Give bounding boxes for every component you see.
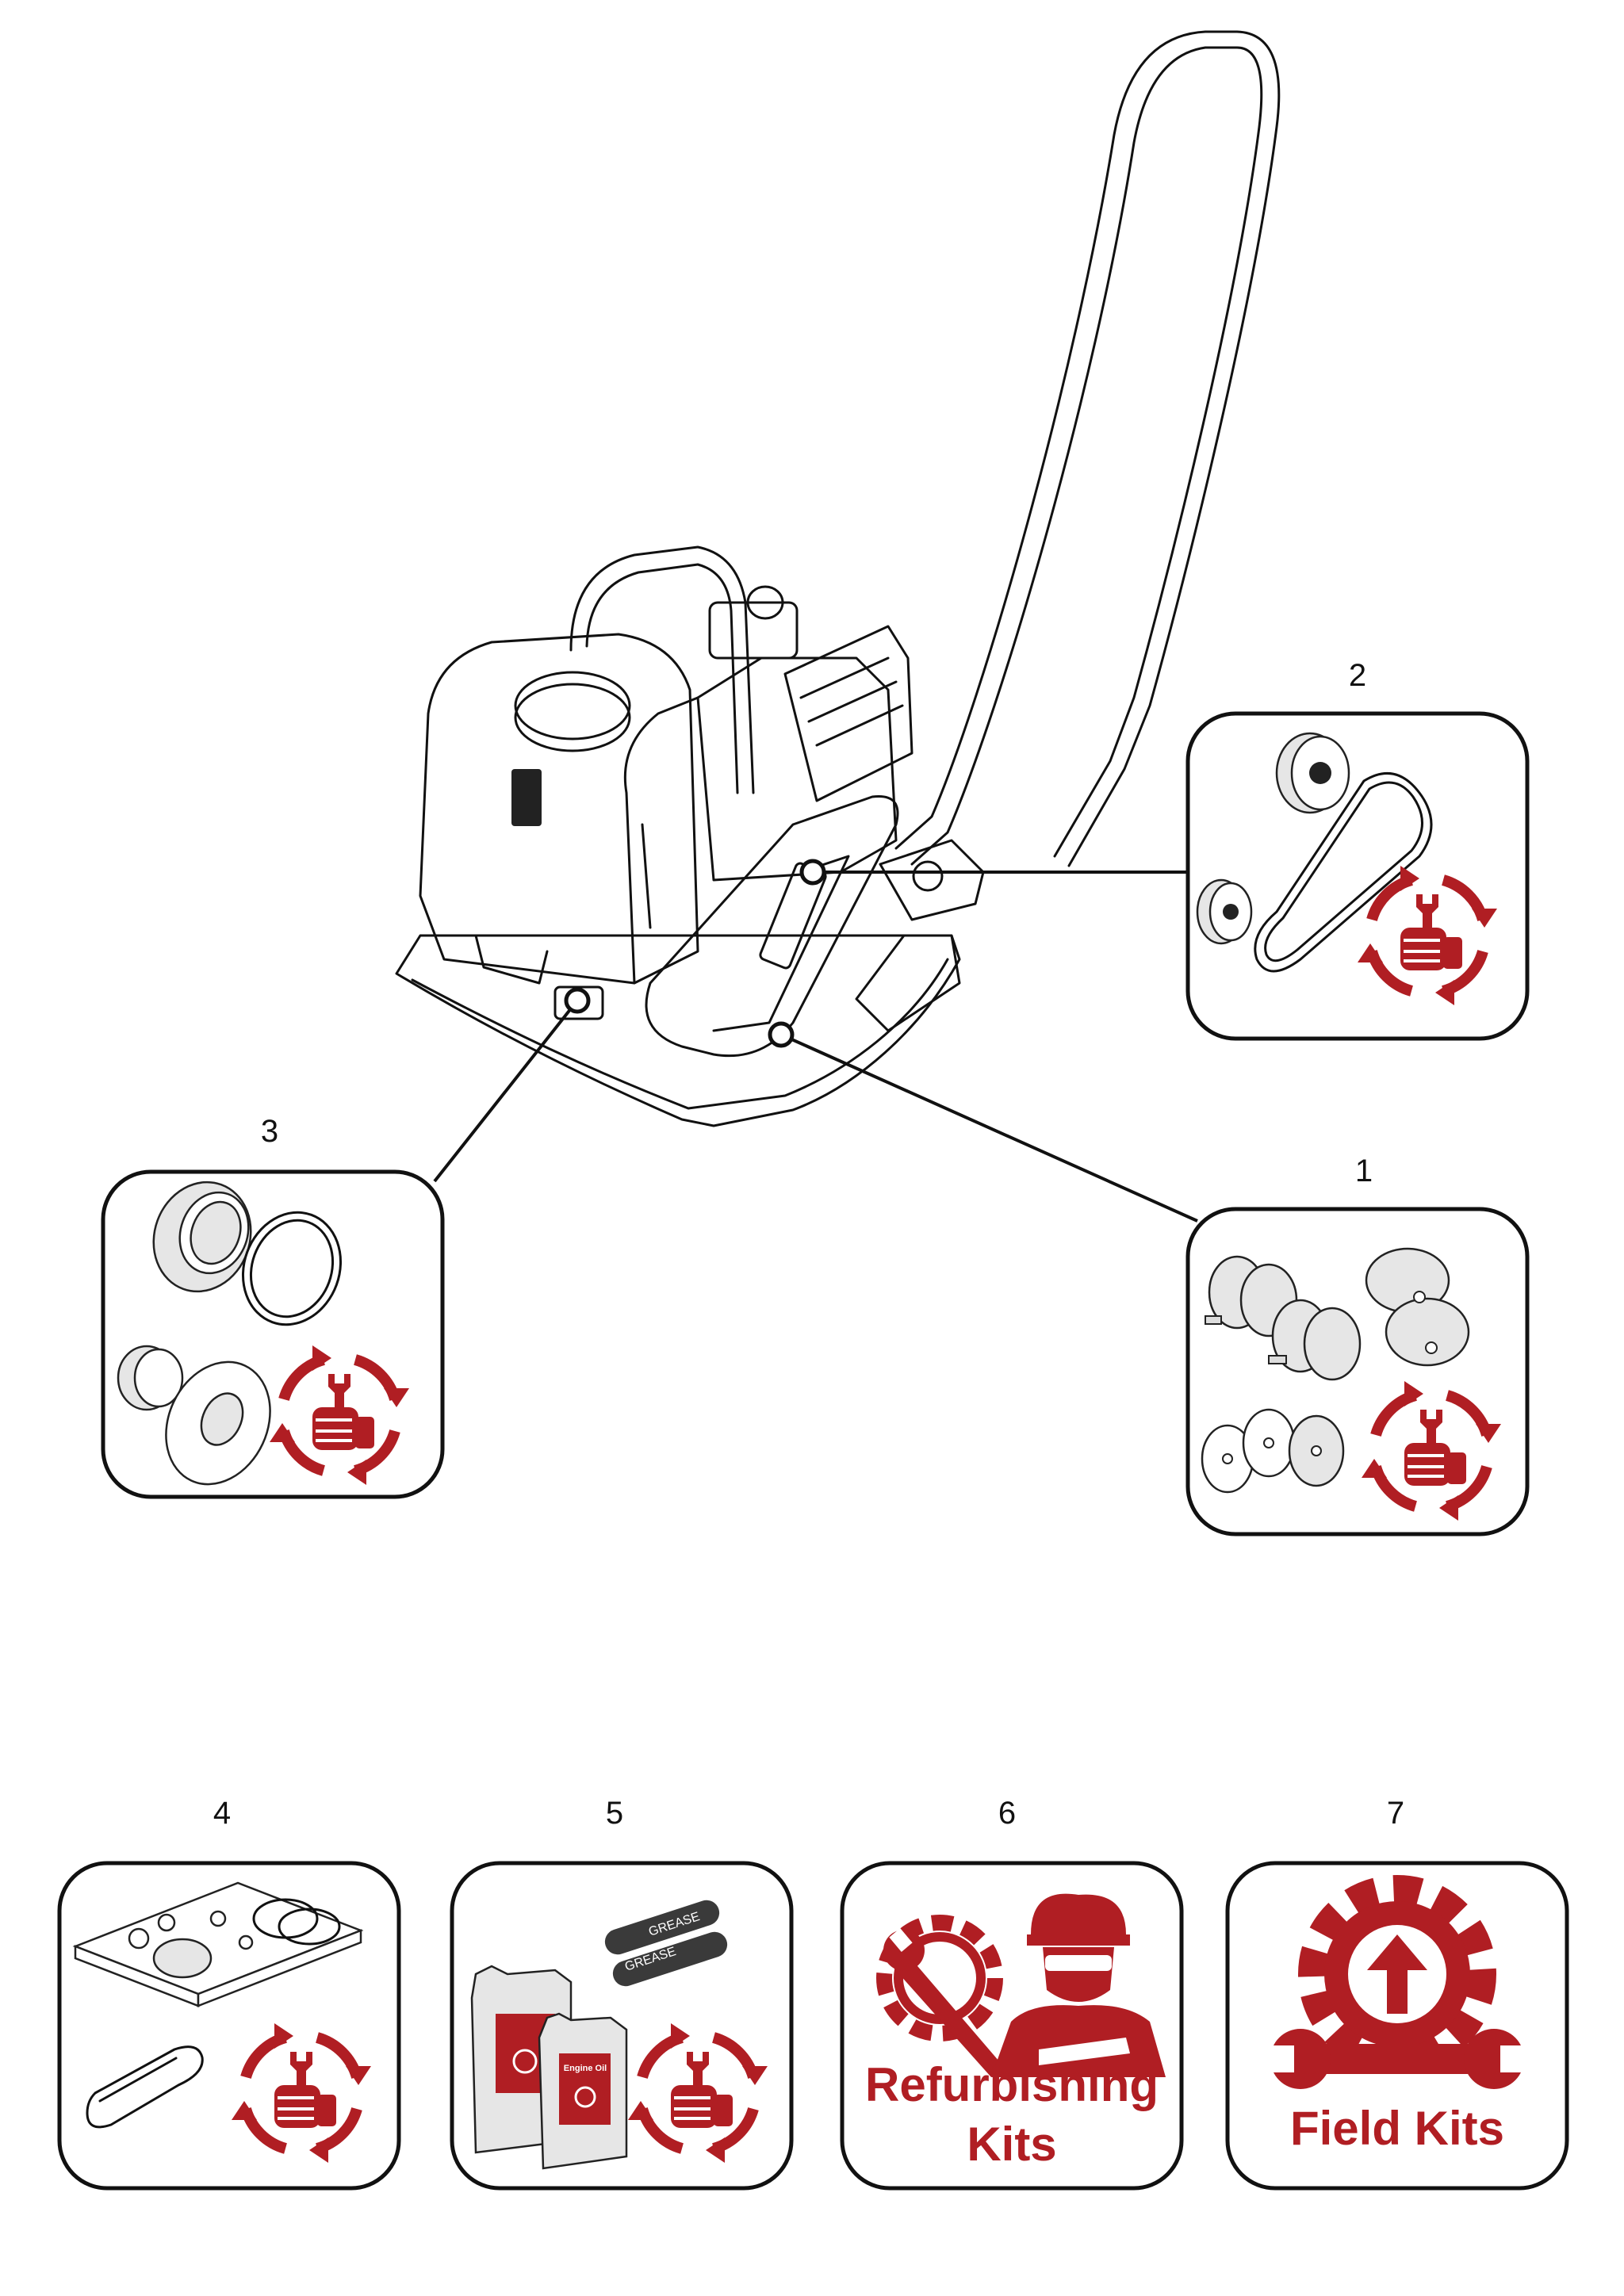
- kit-card-2[interactable]: [1185, 711, 1530, 1041]
- callout-number-4: 4: [213, 1796, 231, 1831]
- kit-card-4[interactable]: [57, 1861, 401, 2191]
- service-kit-icon: [72, 1881, 364, 2129]
- oil-label: Engine Oil: [564, 2064, 607, 2073]
- refurbishing-icon: [876, 1893, 1166, 2077]
- refurbishing-title-line1: Refurbishing: [865, 2058, 1159, 2111]
- kit-card-1[interactable]: [1185, 1207, 1530, 1536]
- callout-number-7: 7: [1387, 1796, 1404, 1831]
- belt-pulley-kit-icon: [1196, 732, 1433, 973]
- field-kit-gear-icon: [1267, 1875, 1527, 2089]
- plate-compactor-drawing: [395, 30, 1281, 1127]
- oil-grease-kit-icon: GREASE GREASE Engine Oil: [470, 1900, 728, 2170]
- callout-number-3: 3: [261, 1114, 278, 1149]
- kit-card-7[interactable]: Field Kits: [1225, 1861, 1569, 2191]
- callout-number-5: 5: [606, 1796, 623, 1831]
- callout-leader-lines: [433, 859, 1198, 1223]
- callout-point-3: [564, 987, 591, 1014]
- callout-point-2: [799, 859, 826, 886]
- rubber-mounts-kit-icon: [1201, 1247, 1470, 1494]
- kit-card-3[interactable]: [101, 1169, 445, 1502]
- refurbishing-title-line2: Kits: [967, 2118, 1056, 2171]
- callout-numbers: 2 1 3 4 5 6 7: [213, 658, 1404, 1831]
- kit-card-5[interactable]: GREASE GREASE Engine Oil: [450, 1861, 794, 2191]
- callout-number-6: 6: [998, 1796, 1016, 1831]
- callout-point-1: [768, 1021, 795, 1048]
- callout-number-1: 1: [1355, 1154, 1373, 1188]
- bearing-kit-icon: [117, 1181, 343, 1486]
- kit-card-6[interactable]: Refurbishing Kits: [840, 1861, 1184, 2191]
- field-kits-title: Field Kits: [1290, 2102, 1504, 2155]
- callout-number-2: 2: [1349, 658, 1366, 693]
